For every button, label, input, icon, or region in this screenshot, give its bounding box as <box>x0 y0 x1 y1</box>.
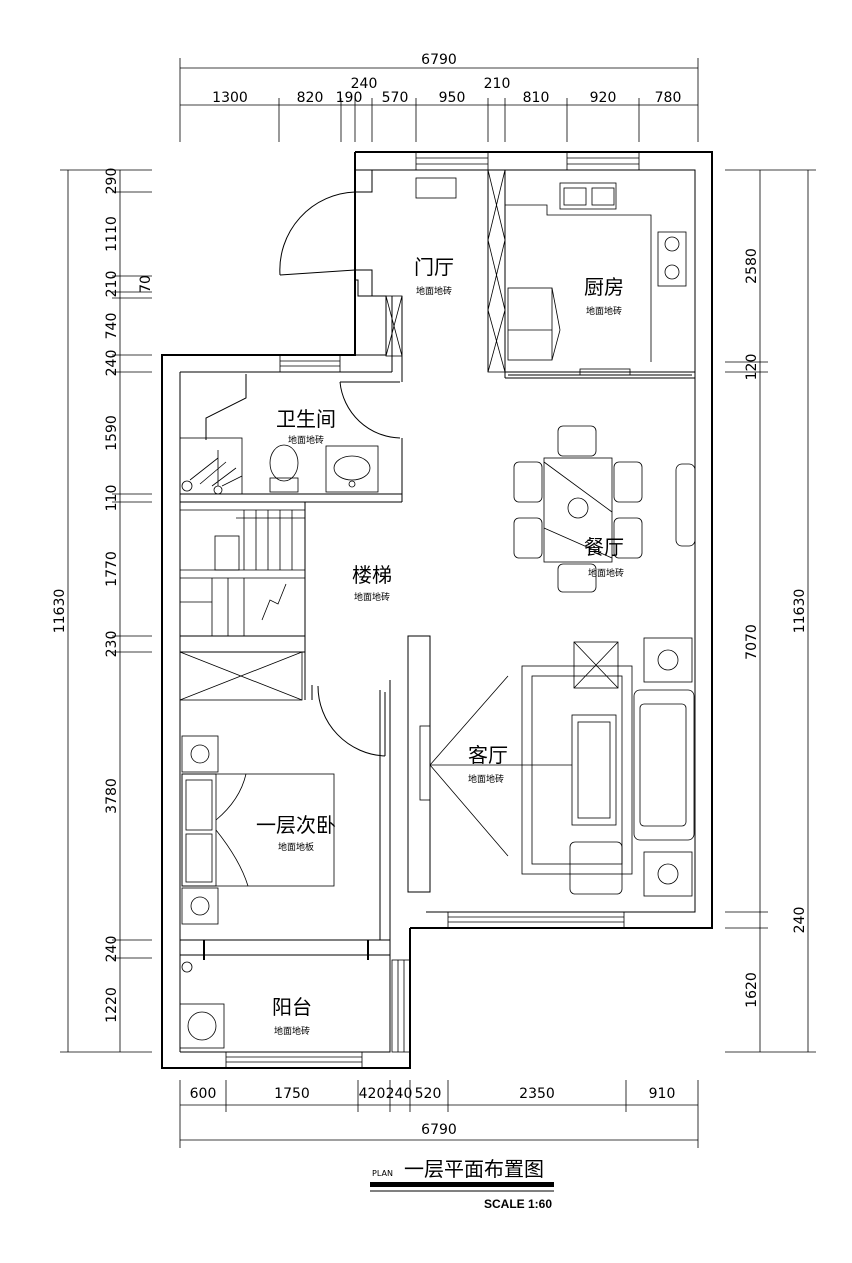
dim-left-12: 240 <box>104 936 120 963</box>
dim-top-3: 190 <box>336 90 363 106</box>
dim-right-5: 1620 <box>744 972 760 1008</box>
dining-set <box>513 425 643 593</box>
room-bedroom-name: 一层次卧 <box>256 813 336 837</box>
dim-top-8: 780 <box>655 90 682 106</box>
room-living-name: 客厅 <box>468 743 508 767</box>
dim-bottom-5: 520 <box>415 1086 442 1102</box>
room-dining-name: 餐厅 <box>584 535 624 559</box>
title-block: PLAN 一层平面布置图 SCALE 1:60 <box>370 1157 554 1211</box>
dim-left-1: 290 <box>104 168 120 195</box>
room-vestibule-material: 地面地砖 <box>416 285 452 297</box>
dim-top-2: 820 <box>297 90 324 106</box>
dim-left-3: 210 <box>104 271 120 298</box>
title-prefix: PLAN <box>372 1169 393 1178</box>
doors <box>205 191 692 757</box>
room-labels: 门厅 地面地砖 厨房 地面地砖 卫生间 地面地砖 餐厅 地面地砖 楼梯 地面地砖… <box>256 255 624 1037</box>
bed-set <box>179 651 335 925</box>
dim-top-upper-2: 210 <box>484 76 511 92</box>
dim-bottom-1: 600 <box>190 1086 217 1102</box>
dim-left-4: 70 <box>138 275 154 293</box>
room-kitchen-name: 厨房 <box>584 275 624 299</box>
dim-right-3: 7070 <box>744 624 760 660</box>
title-underline-thick <box>370 1182 554 1187</box>
dim-left-5: 740 <box>104 313 120 340</box>
dim-left-6: 240 <box>104 350 120 377</box>
dim-right-total: 11630 <box>792 589 808 634</box>
dim-right-1: 2580 <box>744 248 760 284</box>
dim-bottom-3: 420 <box>359 1086 386 1102</box>
dim-top-5: 950 <box>439 90 466 106</box>
dim-left-2: 1110 <box>104 216 120 252</box>
living-set <box>419 637 695 897</box>
windows <box>225 151 640 1069</box>
room-living-material: 地面地砖 <box>468 773 504 785</box>
dimension-labels: 6790 1300 820 240 190 570 950 210 810 92… <box>52 52 808 1138</box>
dim-bottom-total: 6790 <box>421 1122 457 1138</box>
dim-left-8: 110 <box>104 485 120 512</box>
dim-bottom-2: 1750 <box>274 1086 310 1102</box>
dim-bottom-7: 910 <box>649 1086 676 1102</box>
dim-right-4: 240 <box>792 907 808 934</box>
room-dining-material: 地面地砖 <box>588 567 624 579</box>
drawing-title: 一层平面布置图 <box>404 1157 544 1181</box>
dim-left-11: 3780 <box>104 778 120 814</box>
dim-top-4: 570 <box>382 90 409 106</box>
room-bathroom-name: 卫生间 <box>276 407 336 431</box>
room-kitchen-material: 地面地砖 <box>586 305 622 317</box>
dim-top-total: 6790 <box>421 52 457 68</box>
staircase <box>180 509 305 636</box>
dim-left-13: 1220 <box>104 987 120 1023</box>
dim-top-upper-1: 240 <box>351 76 378 92</box>
dim-top-7: 920 <box>590 90 617 106</box>
room-bedroom-material: 地面地板 <box>278 841 314 853</box>
room-bathroom-material: 地面地砖 <box>288 434 324 446</box>
dim-left-10: 230 <box>104 631 120 658</box>
dim-left-total: 11630 <box>52 589 68 634</box>
furniture <box>179 169 696 1049</box>
dim-left-7: 1590 <box>104 415 120 451</box>
dim-bottom-6: 2350 <box>519 1086 555 1102</box>
room-stairs-name: 楼梯 <box>352 563 392 587</box>
dim-top-6: 810 <box>523 90 550 106</box>
room-stairs-material: 地面地砖 <box>354 591 390 603</box>
room-balcony-name: 阳台 <box>272 995 312 1019</box>
dimension-lines <box>60 58 816 1148</box>
dim-top-1: 1300 <box>212 90 248 106</box>
drawing-scale: SCALE 1:60 <box>484 1197 552 1211</box>
dim-right-2: 120 <box>744 354 760 381</box>
room-balcony-material: 地面地砖 <box>274 1025 310 1037</box>
dim-bottom-4: 240 <box>386 1086 413 1102</box>
washer <box>179 961 225 1049</box>
room-vestibule-name: 门厅 <box>414 255 454 279</box>
dim-left-9: 1770 <box>104 551 120 587</box>
